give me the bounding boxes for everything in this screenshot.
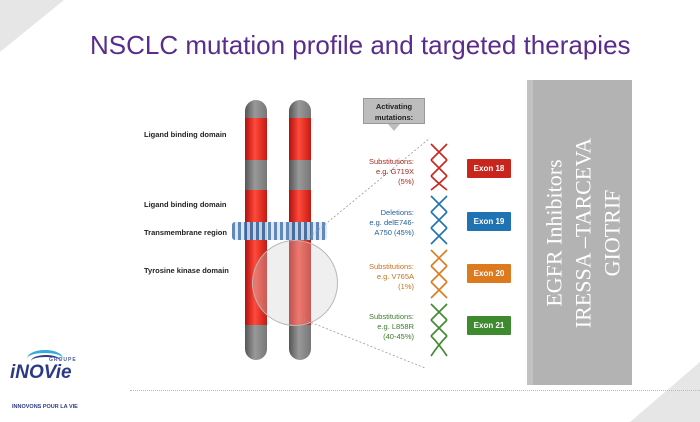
column-segment — [245, 160, 267, 190]
logo-arc-icon — [27, 350, 63, 367]
label-ligand-binding-domain-1: Ligand binding domain — [144, 130, 227, 139]
mutation-line: (40-45%) — [383, 332, 414, 341]
column-segment — [289, 160, 311, 190]
drug-line-giotrif: GIOTRIF — [599, 189, 624, 276]
exon-20-box: Exon 20 — [467, 264, 511, 283]
mutation-line: (5%) — [398, 177, 414, 186]
mutation-line: (1%) — [398, 282, 414, 291]
mutation-line: e.g. G719X — [376, 167, 414, 176]
exon-19-box: Exon 19 — [467, 212, 511, 231]
mutation-line: e.g. L858R — [377, 322, 414, 331]
activating-line-2: mutations: — [374, 113, 414, 122]
exon-21-box: Exon 21 — [467, 316, 511, 335]
slide-title: NSCLC mutation profile and targeted ther… — [90, 30, 631, 60]
corner-decoration-bottom-right — [630, 362, 700, 422]
column-segment — [289, 118, 311, 160]
label-tyrosine-kinase-domain: Tyrosine kinase domain — [144, 266, 229, 275]
drug-panel-text: EGFR Inhibitors IRESSA –TARCEVA GIOTRIF — [539, 137, 626, 327]
activating-arrow-icon — [388, 124, 400, 131]
kinase-zoom-circle — [252, 240, 338, 326]
mutation-line: e.g. V765A — [376, 272, 414, 281]
label-ligand-binding-domain-2: Ligand binding domain — [144, 200, 227, 209]
mutation-text-exon-21: Substitutions: e.g. L858R (40-45%) — [369, 312, 414, 342]
label-transmembrane-region: Transmembrane region — [144, 228, 227, 237]
mutation-line: A750 (45%) — [374, 228, 414, 237]
column-segment — [289, 100, 311, 118]
column-segment — [245, 100, 267, 118]
mutation-text-exon-18: Substitutions: e.g. G719X (5%) — [369, 157, 414, 187]
column-segment — [245, 118, 267, 160]
corner-decoration-top-left — [0, 0, 64, 52]
column-segment — [245, 325, 267, 360]
mutation-line: Deletions: — [380, 208, 414, 217]
column-segment — [245, 190, 267, 222]
mutation-text-exon-20: Substitutions: e.g. V765A (1%) — [369, 262, 414, 292]
logo-tagline: INNOVONS POUR LA VIE — [12, 404, 78, 410]
logo-arc-icon — [31, 355, 61, 367]
column-segment — [289, 190, 311, 222]
transmembrane-band — [232, 222, 327, 240]
activating-line-1: Activating — [375, 102, 413, 111]
column-segment — [289, 325, 311, 360]
dna-helix-icon — [430, 143, 448, 357]
drug-line-iressa-tarceva: IRESSA –TARCEVA — [570, 137, 595, 328]
mutation-line: e.g. delE746- — [369, 218, 414, 227]
activating-mutations-box: Activating mutations: — [363, 98, 425, 124]
mutation-text-exon-19: Deletions: e.g. delE746- A750 (45%) — [369, 208, 414, 238]
mutation-line: Substitutions: — [368, 157, 414, 166]
zoom-line-bottom — [299, 317, 426, 369]
dna-helix-exon-19 — [430, 195, 448, 245]
mutation-line: Substitutions: — [368, 262, 414, 271]
footer-divider — [130, 390, 700, 391]
logo-wordmark: iNOVie — [10, 362, 72, 383]
logo-groupe-text: GROUPE — [49, 357, 77, 363]
exon-18-box: Exon 18 — [467, 159, 511, 178]
dna-helix-exon-21 — [430, 303, 448, 357]
mutation-line: Substitutions: — [368, 312, 414, 321]
dna-helix-exon-18 — [430, 143, 448, 191]
egfr-inhibitors-panel: EGFR Inhibitors IRESSA –TARCEVA GIOTRIF — [527, 80, 632, 385]
zoom-line-top — [299, 137, 431, 246]
drug-line-egfr-inhibitors: EGFR Inhibitors — [541, 158, 566, 307]
dna-helix-exon-20 — [430, 249, 448, 299]
